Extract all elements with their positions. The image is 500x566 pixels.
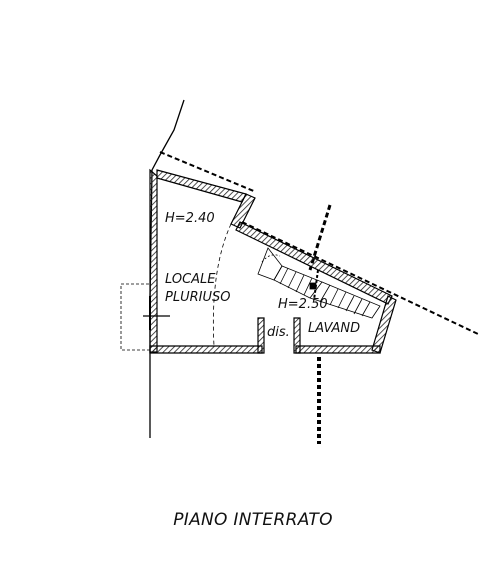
room-name-lavand: LAVAND [308, 321, 360, 336]
plan-title: PIANO INTERRATO [173, 510, 333, 530]
room-height-locale: H=2.40 [165, 211, 215, 226]
room-height-dis: H=2.50 [278, 297, 328, 312]
walls [149, 168, 397, 354]
left-opening [120, 283, 170, 351]
boundary-dashed-northeast [159, 151, 257, 193]
room-name-locale-line2: PLURIUSO [165, 290, 230, 305]
boundary-dashed-slope [241, 221, 479, 335]
room-name-dis: dis. [267, 325, 290, 340]
stair-dashed-link [313, 269, 319, 301]
room-name-locale-line1: LOCALE [165, 272, 216, 287]
door-arc [212, 223, 232, 347]
